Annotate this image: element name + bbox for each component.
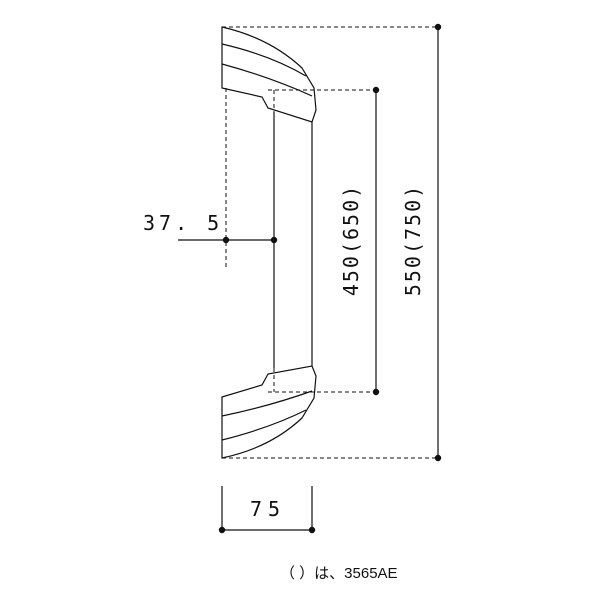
inner-length-label: 450(650) (339, 184, 363, 296)
bottom-bracket-line-1 (221, 390, 313, 417)
model-note: （ ）は、3565AE (280, 565, 398, 582)
overall-length-label: 550(750) (401, 184, 425, 296)
top-bracket (221, 26, 317, 123)
width-label: 75 (250, 497, 286, 521)
bottom-bracket-line-2 (221, 409, 307, 441)
offset-dimension-dot-right (270, 236, 278, 244)
top-bracket-line-2 (221, 63, 313, 97)
width-dimension-dot-left (218, 526, 226, 534)
offset-dimension-dot-left (222, 236, 230, 244)
width-dimension-dot-right (308, 526, 316, 534)
dimension-lines (178, 23, 442, 534)
bottom-bracket (221, 365, 317, 459)
top-bracket-line-1 (221, 43, 307, 77)
overall-dimension-dot-top (434, 23, 442, 31)
overall-dimension-dot-bottom (434, 454, 442, 462)
grab-bar-outline (221, 26, 317, 459)
inner-dimension-dot-top (372, 86, 380, 94)
dimension-labels: 37. 5 450(650) 550(750) 75 （ ）は、3565AE (143, 184, 425, 582)
offset-label: 37. 5 (143, 211, 223, 235)
inner-dimension-dot-bottom (372, 388, 380, 396)
